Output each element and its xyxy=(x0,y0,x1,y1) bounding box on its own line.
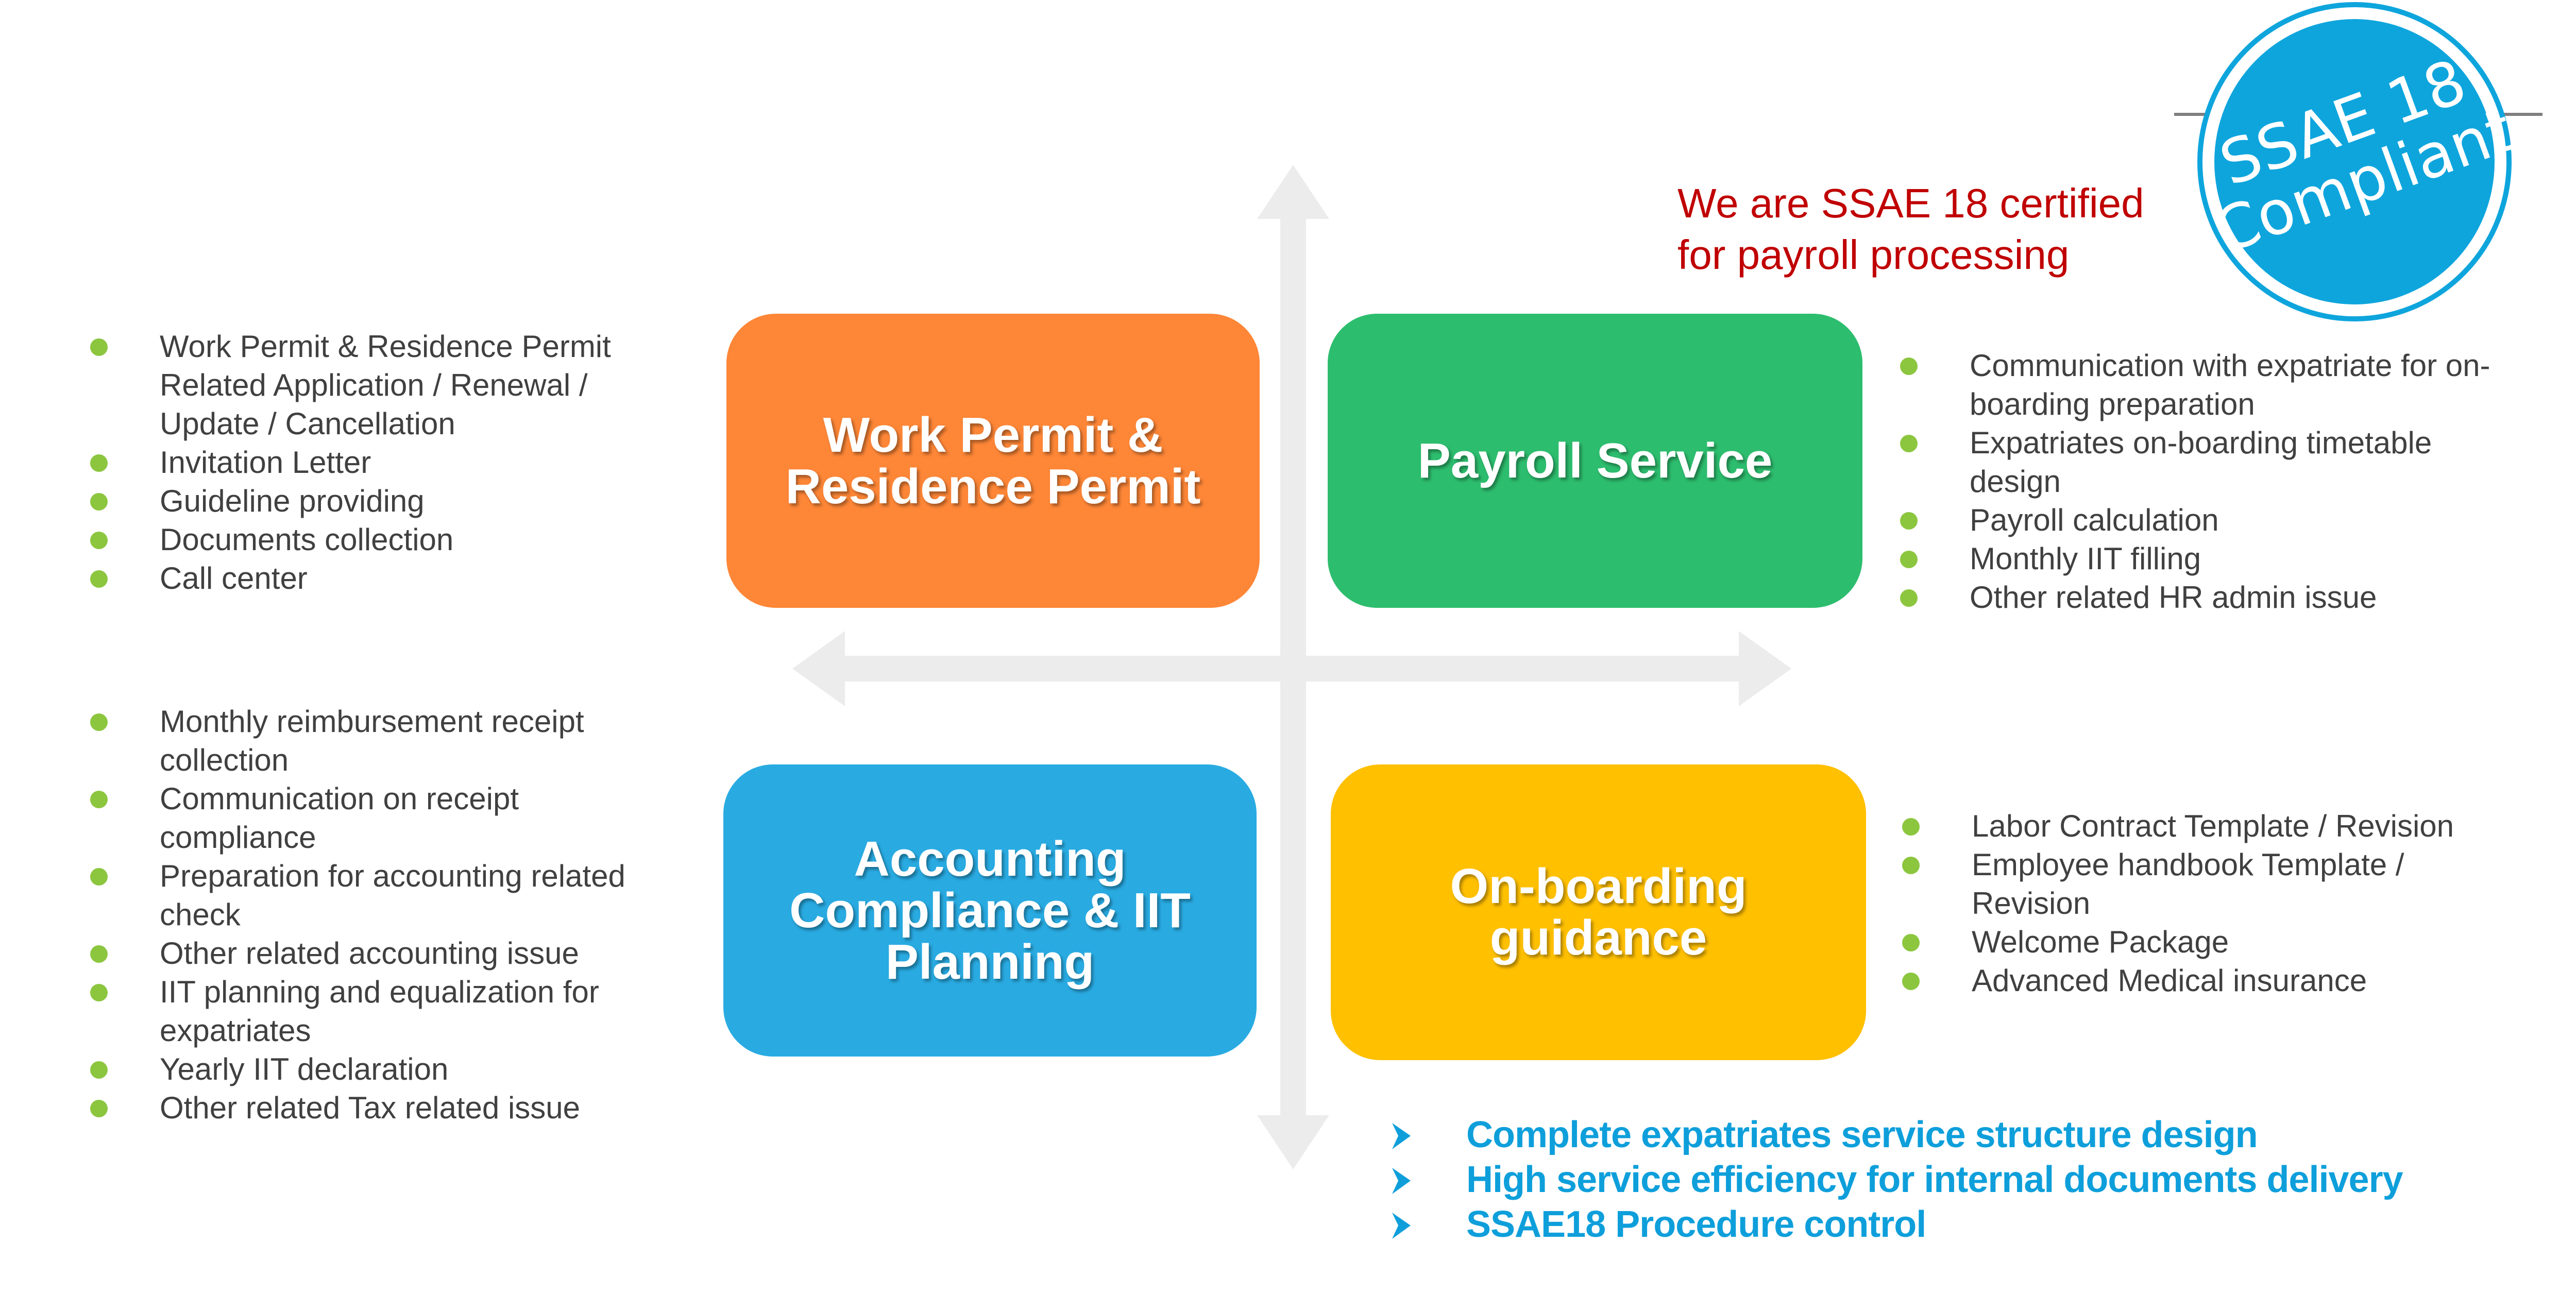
list-item-text: Communication on receipt compliance xyxy=(160,781,519,855)
highlight-item: High service efficiency for internal doc… xyxy=(1391,1157,2403,1202)
horizontal-arrow xyxy=(792,631,1791,706)
list-item: Employee handbook Template / Revision xyxy=(1902,845,2495,923)
bullet-icon xyxy=(1900,512,1918,530)
list-item-text: Preparation for accounting related check xyxy=(160,859,625,932)
bullet-icon xyxy=(90,713,108,731)
payroll-list: Communication with expatriate for on-boa… xyxy=(1900,346,2493,617)
list-item-text: Call center xyxy=(160,561,308,595)
accounting-title: Accounting Compliance & IIT Planning xyxy=(789,831,1191,990)
work-permit-box: Work Permit & Residence Permit xyxy=(726,314,1260,608)
list-item: Guideline providing xyxy=(90,482,662,520)
list-item: Invitation Letter xyxy=(90,443,662,482)
work-permit-title: Work Permit & Residence Permit xyxy=(785,407,1201,514)
list-item: Labor Contract Template / Revision xyxy=(1902,807,2495,845)
bullet-icon xyxy=(90,493,108,510)
list-item: Monthly IIT filling xyxy=(1900,539,2493,578)
list-item: Payroll calculation xyxy=(1900,501,2493,539)
list-item: Welcome Package xyxy=(1902,923,2495,961)
list-item: Call center xyxy=(90,559,662,598)
list-item-text: Employee handbook Template / Revision xyxy=(1972,847,2404,921)
list-item-text: Expatriates on-boarding timetable design xyxy=(1970,425,2432,499)
list-item: Communication with expatriate for on-boa… xyxy=(1900,346,2493,423)
bullet-icon xyxy=(90,1100,108,1117)
highlight-text: SSAE18 Procedure control xyxy=(1466,1204,1926,1245)
bullet-icon xyxy=(1900,357,1918,375)
list-item-text: Work Permit & Residence Permit Related A… xyxy=(160,329,611,441)
payroll-box: Payroll Service xyxy=(1328,314,1862,608)
work-permit-list: Work Permit & Residence Permit Related A… xyxy=(90,327,662,598)
bullet-icon xyxy=(1902,973,1920,990)
bullet-icon xyxy=(1902,818,1920,836)
list-item-text: Yearly IIT declaration xyxy=(160,1052,449,1086)
arrow-bullet-icon xyxy=(1392,1123,1411,1149)
certified-line2: for payroll processing xyxy=(1677,232,2070,278)
list-item-text: Labor Contract Template / Revision xyxy=(1972,809,2454,843)
list-item-text: Welcome Package xyxy=(1972,925,2229,959)
list-item-text: Monthly IIT filling xyxy=(1970,541,2201,576)
list-item: Communication on receipt compliance xyxy=(90,779,683,857)
bullet-icon xyxy=(90,570,108,588)
list-item-text: Guideline providing xyxy=(160,484,425,518)
bullet-icon xyxy=(90,945,108,963)
list-item: Advanced Medical insurance xyxy=(1902,961,2495,1000)
accounting-list: Monthly reimbursement receipt collection… xyxy=(90,702,683,1127)
list-item: Documents collection xyxy=(90,520,662,559)
list-item: Preparation for accounting related check xyxy=(90,857,683,934)
list-item: Expatriates on-boarding timetable design xyxy=(1900,423,2493,501)
list-item: Other related Tax related issue xyxy=(90,1088,683,1127)
highlight-item: Complete expatriates service structure d… xyxy=(1391,1113,2403,1157)
ssae18-compliant-badge: SSAE 18 Compliant xyxy=(2174,2,2543,321)
accounting-box: Accounting Compliance & IIT Planning xyxy=(723,764,1257,1057)
highlight-text: High service efficiency for internal doc… xyxy=(1466,1159,2403,1200)
list-item: Work Permit & Residence Permit Related A… xyxy=(90,327,662,443)
list-item-text: Invitation Letter xyxy=(160,445,371,480)
onboarding-list: Labor Contract Template / Revision Emplo… xyxy=(1902,807,2495,1000)
bullet-icon xyxy=(1900,589,1918,607)
list-item: Other related HR admin issue xyxy=(1900,578,2493,617)
arrow-bullet-icon xyxy=(1392,1213,1411,1239)
bullet-icon xyxy=(1902,857,1920,874)
bullet-icon xyxy=(90,984,108,1001)
bullet-icon xyxy=(1900,435,1918,452)
bullet-icon xyxy=(90,454,108,472)
highlight-item: SSAE18 Procedure control xyxy=(1391,1202,2403,1247)
list-item: Yearly IIT declaration xyxy=(90,1050,683,1088)
list-item-text: Other related Tax related issue xyxy=(160,1091,581,1125)
list-item-text: Other related accounting issue xyxy=(160,936,579,971)
list-item: Other related accounting issue xyxy=(90,934,683,973)
onboarding-title: On-boarding guidance xyxy=(1450,859,1747,965)
list-item-text: Other related HR admin issue xyxy=(1970,580,2377,615)
certified-line1: We are SSAE 18 certified xyxy=(1677,180,2144,226)
list-item-text: IIT planning and equalization for expatr… xyxy=(160,975,599,1048)
arrow-bullet-icon xyxy=(1392,1168,1411,1194)
highlight-text: Complete expatriates service structure d… xyxy=(1466,1114,2258,1155)
highlights-list: Complete expatriates service structure d… xyxy=(1391,1113,2403,1247)
bullet-icon xyxy=(90,868,108,886)
bullet-icon xyxy=(90,791,108,808)
list-item-text: Payroll calculation xyxy=(1970,503,2219,537)
list-item-text: Advanced Medical insurance xyxy=(1972,963,2367,998)
list-item-text: Documents collection xyxy=(160,522,454,557)
bullet-icon xyxy=(90,338,108,356)
list-item-text: Monthly reimbursement receipt collection xyxy=(160,704,584,777)
bullet-icon xyxy=(90,532,108,549)
bullet-icon xyxy=(1902,934,1920,951)
bullet-icon xyxy=(90,1061,108,1079)
bullet-icon xyxy=(1900,551,1918,568)
list-item: Monthly reimbursement receipt collection xyxy=(90,702,683,779)
onboarding-box: On-boarding guidance xyxy=(1331,764,1866,1060)
payroll-title: Payroll Service xyxy=(1417,433,1773,488)
list-item-text: Communication with expatriate for on-boa… xyxy=(1970,348,2490,421)
list-item: IIT planning and equalization for expatr… xyxy=(90,973,683,1050)
